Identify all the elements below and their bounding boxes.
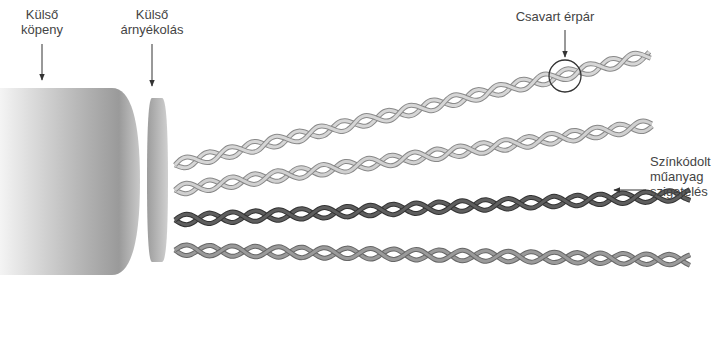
wire-strand [175,53,651,165]
wire-strand-outline [175,245,690,265]
wire-strand-outline [175,190,690,224]
wire-strand [175,245,690,265]
wire-strand-outline [175,121,652,191]
leader-arrow [42,44,43,80]
part-label: Külső köpeny [8,8,76,38]
wire-strand [175,190,690,224]
wire-strand-outline [175,53,651,165]
part-label: Színkódolt műanyag szigetelés [650,155,714,200]
twisted-pairs [175,52,690,265]
leader-arrow [565,30,566,57]
leader-arrow [152,44,153,86]
wire-strand-outline [175,245,690,265]
wire-strand [175,121,652,191]
wire-strand [175,245,690,265]
highlight-circle [549,60,581,92]
part-label: Külső árnyékolás [110,8,194,38]
part-label: Csavart érpár [495,10,615,25]
outer-jacket [0,88,140,275]
leader-arrow [614,190,646,191]
outer-shield [147,98,168,262]
